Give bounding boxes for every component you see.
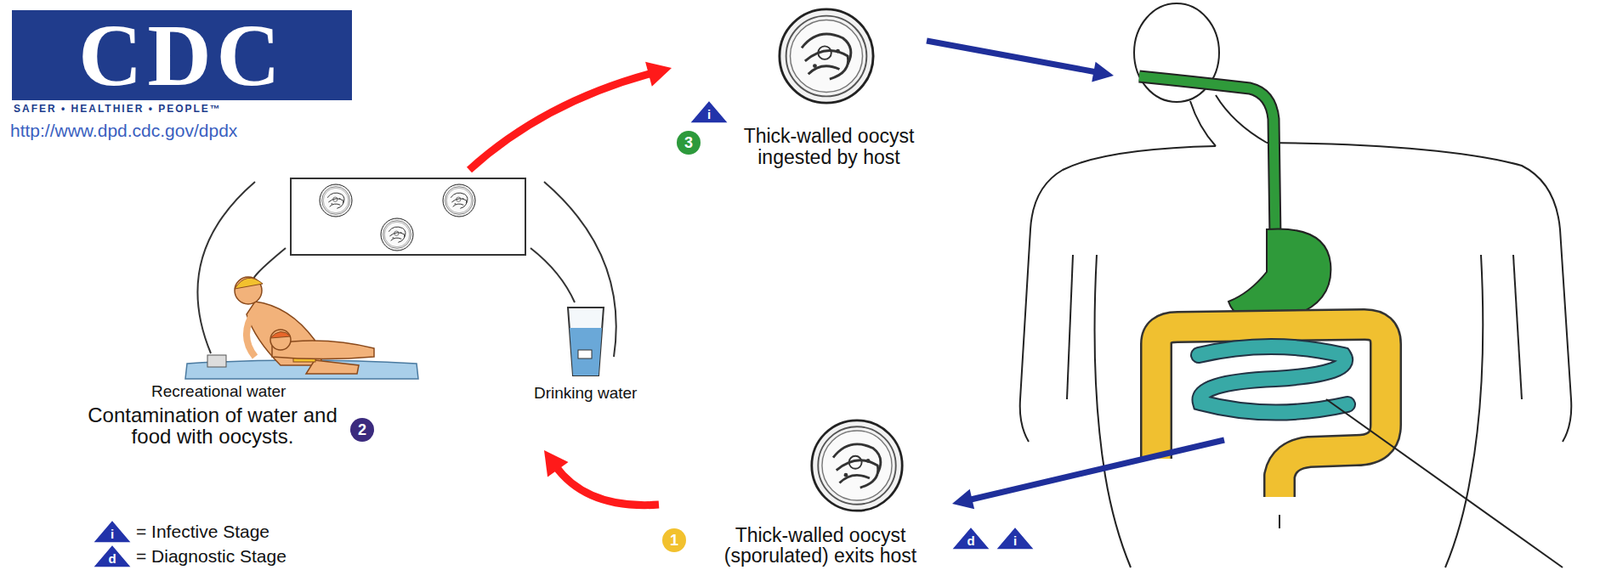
cycle-arrow-line	[555, 465, 659, 506]
stage-marker	[689, 100, 729, 124]
oocyst-box	[290, 178, 526, 256]
arrow-head	[544, 450, 568, 478]
stage-group: Recreational water Drinking waterContamin…	[34, 170, 715, 451]
oocyst-figure	[319, 184, 352, 217]
arrow-head	[645, 62, 672, 87]
stage-caption: Thick-walled oocyst (sporulated) exits h…	[692, 525, 948, 567]
oocyst-figure	[380, 218, 414, 251]
arrow-head	[1091, 62, 1114, 83]
stage-marker-letter: d	[962, 533, 980, 550]
leader-line	[1326, 399, 1563, 568]
human-figure	[1020, 3, 1572, 568]
arrow-head	[952, 489, 975, 510]
callout-number: 1	[662, 528, 687, 553]
stage-marker-letter: i	[1006, 533, 1024, 550]
flow-arrow	[926, 40, 1097, 73]
stage-marker-letter: i	[700, 106, 718, 123]
oocyst-figure	[811, 420, 903, 511]
logo-text: CDC	[11, 10, 352, 101]
callout-number: 2	[350, 418, 375, 443]
stage-group: 3 Thick-walled oocyst ingested by host	[671, 3, 978, 174]
oocyst-figure	[442, 184, 476, 217]
digestive-tract	[1139, 76, 1386, 529]
oocyst-figure	[779, 9, 874, 103]
page-label: SAFER • HEALTHIER • PEOPLE™	[13, 102, 222, 115]
cycle-arrow-line	[469, 73, 654, 171]
swimmers-figure	[185, 277, 419, 380]
stage-marker	[995, 527, 1035, 551]
stage-caption: Thick-walled oocyst ingested by host	[709, 125, 948, 169]
legend-text: = Infective Stage	[136, 521, 270, 543]
stage-marker	[92, 520, 132, 544]
stage-group: 1Thick-walled oocyst (sporulated) exits …	[658, 455, 1106, 568]
cycle-arrow	[544, 450, 659, 506]
stage-caption: Contamination of water and food with ooc…	[85, 404, 341, 448]
stage-marker-letter: d	[103, 550, 121, 568]
glass-figure	[567, 307, 604, 376]
stage-marker-letter: i	[103, 526, 121, 543]
logo-ground	[11, 10, 352, 101]
callout-number: 3	[676, 130, 701, 155]
stage-caption: Recreational water	[151, 382, 286, 402]
stage-marker	[951, 527, 991, 551]
stage-caption: Drinking water	[533, 384, 637, 403]
legend-text: = Diagnostic Stage	[136, 545, 287, 568]
flow-arrow	[970, 440, 1225, 500]
cycle-arrow	[469, 62, 672, 171]
page-label: http://www.dpd.cdc.gov/dpdx	[10, 119, 238, 142]
stage-marker	[92, 544, 132, 568]
